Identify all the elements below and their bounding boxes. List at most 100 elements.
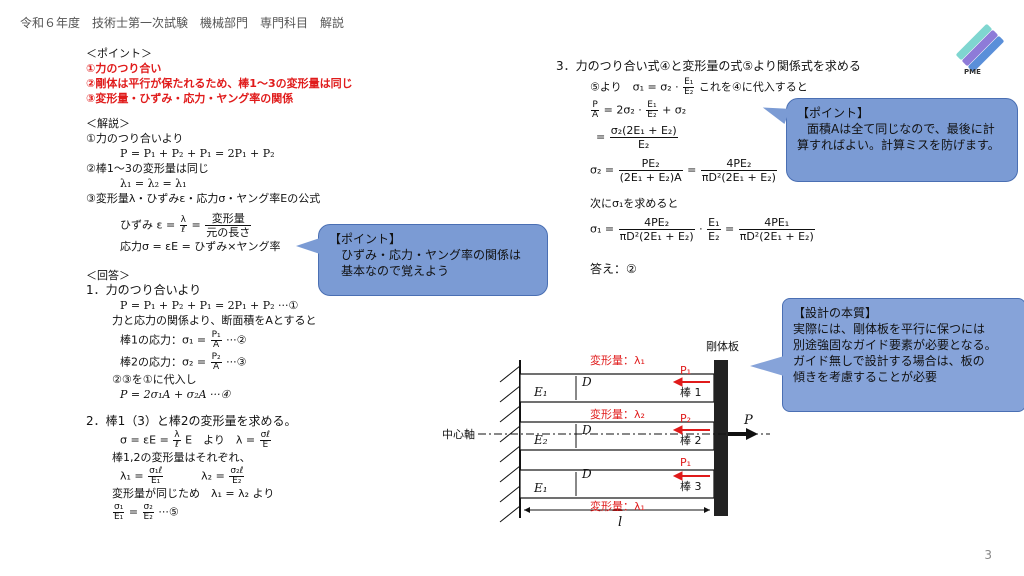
callout-2-line-1: 面積Aは全て同じなので、最後に計: [807, 122, 995, 136]
kaito-title: ＜回答＞: [86, 269, 130, 282]
callout-point-1: 【ポイント】 ひずみ・応力・ヤング率の関係は 基本なので覚えよう: [318, 224, 548, 296]
callout-1-title: 【ポイント】: [329, 232, 402, 246]
strain-eq: =: [191, 218, 201, 232]
stress-formula: 応力σ = εE = ひずみ×ヤング率: [120, 240, 281, 253]
force-arrows: [672, 377, 710, 481]
load-arrowhead: [746, 428, 758, 440]
wall-hatching: [499, 365, 521, 523]
deformation-1-label: 変形量：λ₁: [590, 353, 645, 367]
l3-frac: σ₂(2E₁ + E₂)E₂: [609, 124, 678, 151]
kaisetsu-1-eq: P = P₁ + P₂ + P₁ = 2P₁ + P₂: [120, 147, 275, 160]
answer-2-text: 棒1,2の変形量はそれぞれ、: [112, 451, 251, 464]
callout-2-title: 【ポイント】: [797, 106, 870, 120]
force-p1-label: P₁: [680, 364, 691, 377]
length-label: l: [618, 515, 622, 530]
eq-combined: = σ₂(2E₁ + E₂)E₂: [596, 124, 678, 151]
answer-3-title: 3．力のつり合い式④と変形量の式⑤より関係式を求める: [556, 59, 861, 73]
point-1: ①力のつり合い: [86, 62, 162, 75]
callout-1-line-1: ひずみ・応力・ヤング率の関係は: [341, 248, 522, 262]
page-number: 3: [984, 548, 992, 562]
answer-1-text: 力と応力の関係より、断面積をAとすると: [112, 314, 317, 327]
l4-frac-1: PE₂(2E₁ + E₂)A: [618, 157, 683, 184]
diameter-d2-label: D: [581, 423, 592, 437]
point-title: ＜ポイント＞: [86, 47, 152, 60]
strain-lhs: ひずみ ε =: [120, 218, 176, 232]
deformation-3-label: 変形量：λ₁: [590, 499, 645, 513]
modulus-e2-label: E₂: [533, 433, 548, 447]
same-deformation-text: 変形量が同じため λ₁ = λ₂ より: [112, 487, 275, 500]
rigid-plate: [714, 360, 728, 516]
modulus-e1-label: E₁: [533, 385, 548, 399]
deformation-2-label: 変形量：λ₂: [590, 407, 645, 421]
rod-system-diagram: 剛体板 中心軸 変形量：λ₁ 変形量：λ₂ 変形量：λ₁ P₁ P₂ P₁ 棒 …: [442, 339, 770, 530]
center-axis-label: 中心軸: [442, 427, 475, 441]
next-sigma1-text: 次にσ₁を求めると: [590, 197, 679, 210]
load-p-label: P: [743, 413, 753, 428]
logo-label: PME: [964, 68, 981, 76]
point-3: ③変形量・ひずみ・応力・ヤング率の関係: [86, 92, 294, 105]
force-p2-label: P₂: [680, 412, 691, 425]
substitute-eq: P = 2σ₁A + σ₂A ···④: [120, 388, 231, 401]
callout-1-tail: [296, 238, 320, 254]
force-p3-label: P₁: [680, 456, 691, 469]
final-answer: 答え：②: [590, 262, 637, 276]
callout-3-line-3: ガイド無しで設計する場合は、板の: [793, 354, 985, 368]
callout-point-2: 【ポイント】 面積Aは全て同じなので、最後に計 算すればよい。計算ミスを防げます…: [786, 98, 1018, 182]
kaisetsu-3: ③変形量λ・ひずみε・応力σ・ヤング率Eの公式: [86, 192, 321, 205]
rod-2-label: 棒 2: [680, 433, 702, 447]
rod-1-label: 棒 1: [680, 385, 702, 399]
modulus-e3-label: E₁: [533, 481, 548, 495]
kaisetsu-2-eq: λ₁ = λ₂ = λ₁: [120, 177, 187, 190]
substitute-text: ②③を①に代入し: [112, 373, 197, 386]
point-2: ②剛体は平行が保たれるため、棒1～3の変形量は同じ: [86, 77, 353, 90]
callout-3-line-4: 傾きを考慮することが必要: [793, 370, 938, 384]
kaisetsu-1: ①力のつり合いより: [86, 132, 184, 145]
rigid-plate-label: 剛体板: [706, 339, 739, 353]
strain-frac-2: 変形量元の長さ: [205, 212, 252, 239]
callout-1-line-2: 基本なので覚えよう: [341, 264, 450, 278]
diameter-d3-label: D: [581, 467, 592, 481]
right-column: 3．力のつり合い式④と変形量の式⑤より関係式を求める ⑤より σ₁ = σ₂ ·…: [556, 58, 861, 277]
callout-3-tail: [750, 356, 784, 376]
kaisetsu-2: ②棒1～3の変形量は同じ: [86, 162, 209, 175]
pme-logo: PME: [952, 14, 1005, 78]
callout-2-line-2: 算すればよい。計算ミスを防げます。: [797, 138, 1000, 152]
callout-3-title: 【設計の本質】: [793, 306, 878, 320]
callout-design-essence: 【設計の本質】 実際には、剛体板を平行に保つには 別途強固なガイド要素が必要とな…: [782, 298, 1024, 412]
left-column: ＜ポイント＞ ①力のつり合い ②剛体は平行が保たれるため、棒1～3の変形量は同じ…: [86, 46, 526, 522]
rod-3-label: 棒 3: [680, 479, 702, 493]
answer-1-title: 1．力のつり合いより: [86, 283, 202, 297]
page-header: 令和６年度 技術士第一次試験 機械部門 専門科目 解説: [20, 16, 345, 30]
kaisetsu-title: ＜解説＞: [86, 117, 130, 130]
answer-2-title: 2．棒1（3）と棒2の変形量を求める。: [86, 414, 297, 428]
callout-3-line-2: 別途強固なガイド要素が必要となる。: [793, 338, 997, 352]
answer-1-eq: P = P₁ + P₂ + P₁ = 2P₁ + P₂ ···①: [120, 299, 299, 312]
diameter-d1-label: D: [581, 375, 592, 389]
